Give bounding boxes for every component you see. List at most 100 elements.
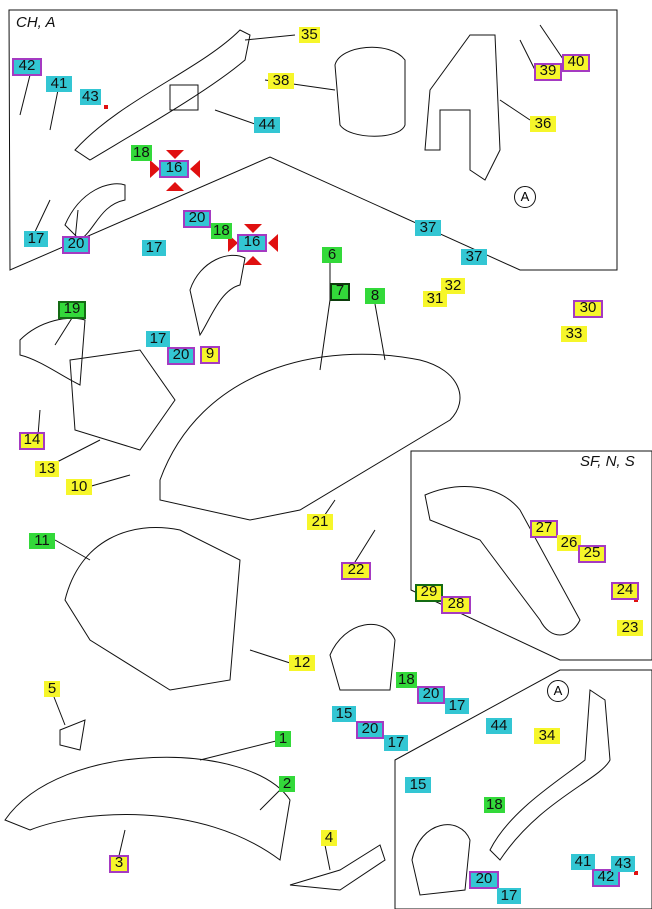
- highlight-arrow-icon: [244, 224, 262, 233]
- clip-part: [59, 719, 86, 751]
- rear-fender-part: [159, 353, 461, 521]
- part-label[interactable]: 6: [322, 247, 342, 263]
- region-label-ch-a: CH, A: [16, 14, 56, 31]
- part-label[interactable]: 43: [80, 88, 101, 105]
- side-cover-a-part: [411, 824, 471, 896]
- part-label[interactable]: 7: [330, 283, 350, 301]
- part-label[interactable]: 34: [534, 728, 560, 744]
- bracket-part: [169, 84, 199, 111]
- part-label[interactable]: 37: [461, 249, 487, 265]
- backrest-frame-part: [424, 34, 501, 181]
- part-label[interactable]: 19: [58, 301, 86, 319]
- rail-a-part: [489, 689, 611, 861]
- part-label[interactable]: 20: [167, 347, 195, 365]
- side-cover-part: [329, 624, 396, 691]
- part-label[interactable]: 20: [417, 686, 445, 704]
- inset-box-a: [394, 669, 652, 909]
- part-label[interactable]: 39: [534, 63, 562, 81]
- part-label[interactable]: 27: [530, 520, 558, 538]
- reference-marker-a: A: [547, 680, 569, 702]
- inset-box-ch-a: [8, 9, 618, 271]
- part-label[interactable]: 17: [146, 331, 170, 347]
- part-label[interactable]: 18: [131, 144, 152, 161]
- part-label[interactable]: 3: [109, 855, 129, 873]
- part-label[interactable]: 24: [611, 582, 639, 600]
- part-label[interactable]: 20: [356, 721, 384, 739]
- part-label[interactable]: 1: [275, 731, 291, 747]
- part-label[interactable]: 42: [592, 869, 620, 887]
- part-label[interactable]: 22: [341, 562, 371, 580]
- part-label[interactable]: 16: [237, 234, 267, 252]
- part-label[interactable]: 16: [159, 160, 189, 178]
- part-label[interactable]: 9: [200, 346, 220, 364]
- part-label[interactable]: 20: [183, 210, 211, 228]
- part-label[interactable]: 21: [307, 514, 333, 530]
- part-label[interactable]: 17: [142, 240, 166, 256]
- part-label[interactable]: 18: [211, 222, 232, 239]
- part-label[interactable]: 15: [332, 706, 356, 722]
- part-label[interactable]: 10: [66, 479, 92, 495]
- part-label[interactable]: 30: [573, 300, 603, 318]
- part-label[interactable]: 33: [561, 326, 587, 342]
- region-label-sf-n-s: SF, N, S: [580, 453, 635, 470]
- part-label[interactable]: 36: [530, 116, 556, 132]
- marker-dot: [634, 871, 638, 875]
- stay-part: [289, 844, 386, 891]
- part-label[interactable]: 35: [299, 26, 320, 43]
- backrest-part: [334, 46, 406, 137]
- part-label[interactable]: 31: [423, 291, 447, 307]
- rail-sf-part: [424, 486, 581, 636]
- license-bracket-part: [69, 349, 176, 451]
- highlight-arrow-icon: [166, 182, 184, 191]
- part-label[interactable]: 17: [445, 698, 469, 714]
- reflector-part: [19, 317, 86, 386]
- part-label[interactable]: 4: [321, 830, 337, 846]
- part-label[interactable]: 28: [441, 596, 471, 614]
- part-label[interactable]: 29: [415, 584, 443, 602]
- part-label[interactable]: 38: [268, 73, 294, 89]
- part-label[interactable]: 12: [289, 655, 315, 671]
- front-fender-part: [4, 756, 291, 861]
- part-label[interactable]: 2: [279, 776, 295, 792]
- marker-dot: [634, 598, 638, 602]
- part-label[interactable]: 25: [578, 545, 606, 563]
- highlight-arrow-icon: [150, 160, 160, 178]
- part-label[interactable]: 42: [12, 58, 42, 76]
- part-label[interactable]: 14: [19, 432, 45, 450]
- bracket-left: [64, 183, 126, 241]
- highlight-arrow-icon: [166, 150, 184, 159]
- part-label[interactable]: 41: [571, 854, 595, 870]
- part-label[interactable]: 5: [44, 681, 60, 697]
- part-label[interactable]: 20: [62, 236, 90, 254]
- part-label[interactable]: 15: [405, 777, 431, 793]
- part-label[interactable]: 43: [611, 856, 635, 872]
- part-label[interactable]: 41: [46, 76, 72, 92]
- marker-dot: [104, 105, 108, 109]
- bracket-mid: [189, 254, 246, 337]
- part-label[interactable]: 32: [441, 278, 465, 294]
- highlight-arrow-icon: [244, 256, 262, 265]
- part-label[interactable]: 11: [29, 533, 55, 549]
- highlight-arrow-icon: [190, 160, 200, 178]
- inset-box-sf-n-s: [410, 450, 652, 661]
- part-label[interactable]: 8: [365, 288, 385, 304]
- part-label[interactable]: 18: [396, 671, 417, 688]
- grab-rail-part: [74, 29, 251, 161]
- highlight-arrow-icon: [228, 234, 238, 252]
- part-label[interactable]: 40: [562, 54, 590, 72]
- part-label[interactable]: 44: [254, 117, 280, 133]
- part-label[interactable]: 26: [557, 535, 581, 551]
- part-label[interactable]: 23: [617, 620, 643, 636]
- highlight-arrow-icon: [268, 234, 278, 252]
- part-label[interactable]: 20: [469, 871, 499, 889]
- part-label[interactable]: 44: [486, 718, 512, 734]
- reference-marker-a: A: [514, 186, 536, 208]
- part-label[interactable]: 17: [384, 735, 408, 751]
- part-label[interactable]: 17: [24, 231, 48, 247]
- part-label[interactable]: 17: [497, 888, 521, 904]
- part-label[interactable]: 13: [35, 461, 59, 477]
- part-label[interactable]: 37: [415, 220, 441, 236]
- part-label[interactable]: 18: [484, 796, 505, 813]
